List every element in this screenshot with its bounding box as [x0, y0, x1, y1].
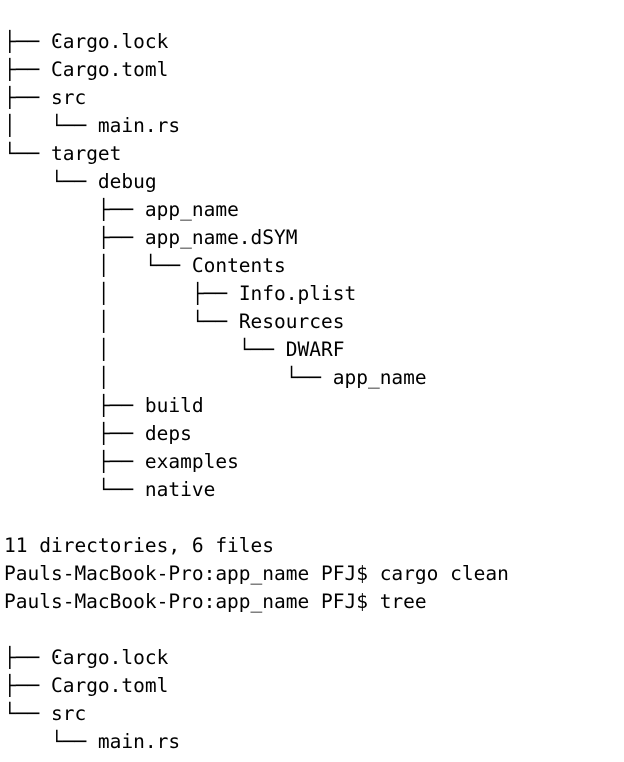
- tree-branch-glyph: │ └──: [4, 338, 286, 361]
- shell-prompt: Pauls-MacBook-Pro:app_name PFJ$: [4, 590, 380, 613]
- tree-entry: │ └── main.rs: [4, 112, 624, 140]
- tree-entry: ├── app_name: [4, 196, 624, 224]
- tree-entry-name: src: [50, 86, 87, 109]
- prompt-line: [Pauls-MacBook-Pro:app_name PFJ$ cargo c…: [0, 560, 624, 588]
- tree-entry-name: Contents: [191, 254, 286, 277]
- tree-branch-glyph: ├──: [4, 394, 145, 417]
- tree-entry: └── debug: [4, 168, 624, 196]
- tree-entry: ├── build: [4, 392, 624, 420]
- line-marker-icon: [: [0, 560, 4, 588]
- tree-entry-name: main.rs: [97, 730, 181, 753]
- tree-entry: │ ├── Info.plist: [4, 280, 624, 308]
- tree-entry-name: debug: [97, 170, 157, 193]
- tree-entry: ├── examples: [4, 448, 624, 476]
- tree-entry: ├── Cargo.toml: [4, 56, 624, 84]
- tree-listing: ├── Cargo.lock├── Cargo.toml├── src│ └──…: [4, 28, 624, 504]
- tree-entry: │ └── Contents: [4, 252, 624, 280]
- tree-branch-glyph: └──: [4, 170, 98, 193]
- tree-entry: │ └── DWARF: [4, 336, 624, 364]
- summary-line: 11 directories, 6 files: [4, 534, 275, 557]
- tree-entry: ├── Cargo.lock: [4, 28, 624, 56]
- tree-root-line: .: [4, 0, 624, 47]
- tree-entry-name: app_name: [144, 198, 239, 221]
- shell-prompt: Pauls-MacBook-Pro:app_name PFJ$: [4, 562, 380, 585]
- tree-branch-glyph: │ └──: [4, 310, 239, 333]
- shell-command: cargo clean: [379, 562, 509, 585]
- tree-branch-glyph: └──: [4, 730, 98, 753]
- tree-branch-glyph: ├──: [4, 674, 51, 697]
- tree-branch-glyph: └──: [4, 142, 51, 165]
- tree-entry-name: Cargo.lock: [50, 646, 169, 669]
- tree-entry-name: target: [50, 142, 122, 165]
- tree-entry: │ └── Resources: [4, 308, 624, 336]
- tree-entry: ├── Cargo.toml: [4, 672, 624, 700]
- tree-branch-glyph: ├──: [4, 422, 145, 445]
- tree-root-line: .: [4, 616, 624, 663]
- tree-entry-name: native: [144, 478, 216, 501]
- tree-entry-name: examples: [144, 450, 239, 473]
- tree-entry: └── target: [4, 140, 624, 168]
- tree-branch-glyph: ├──: [4, 86, 51, 109]
- shell-command: tree: [379, 590, 427, 613]
- tree-root: .: [50, 640, 63, 663]
- tree-entry: │ └── app_name: [4, 364, 624, 392]
- tree-branch-glyph: │ └──: [4, 254, 192, 277]
- tree-branch-glyph: │ └──: [4, 114, 98, 137]
- tree-entry: └── main.rs: [4, 728, 624, 756]
- tree-entry-name: Cargo.toml: [50, 674, 169, 697]
- tree-entry-name: DWARF: [285, 338, 345, 361]
- tree-entry-name: Resources: [238, 310, 345, 333]
- blank-line: [4, 504, 624, 532]
- prompt-line: [Pauls-MacBook-Pro:app_name PFJ$ tree: [0, 588, 624, 616]
- tree-branch-glyph: │ ├──: [4, 282, 239, 305]
- line-marker-icon: [: [0, 588, 4, 616]
- tree-entry-name: deps: [144, 422, 192, 445]
- tree-branch-glyph: └──: [4, 478, 145, 501]
- tree-entry: ├── deps: [4, 420, 624, 448]
- tree-entry-name: Info.plist: [238, 282, 357, 305]
- tree-entry-name: Cargo.lock: [50, 30, 169, 53]
- tree-branch-glyph: ├──: [4, 58, 51, 81]
- tree-branch-glyph: ├──: [4, 198, 145, 221]
- tree-branch-glyph: └──: [4, 702, 51, 725]
- tree-entry-name: build: [144, 394, 204, 417]
- tree-branch-glyph: │ └──: [4, 366, 333, 389]
- tree-branch-glyph: ├──: [4, 646, 51, 669]
- tree-entry-name: main.rs: [97, 114, 181, 137]
- tree-root: .: [50, 24, 63, 47]
- tree-entry-name: Cargo.toml: [50, 58, 169, 81]
- tree-entry: ├── src: [4, 84, 624, 112]
- tree-branch-glyph: ├──: [4, 226, 145, 249]
- tree-entry: └── src: [4, 700, 624, 728]
- tree-entry-name: src: [50, 702, 87, 725]
- tree-entry: └── native: [4, 476, 624, 504]
- tree-entry: ├── app_name.dSYM: [4, 224, 624, 252]
- tree-branch-glyph: ├──: [4, 450, 145, 473]
- tree-listing: ├── Cargo.lock├── Cargo.toml└── src └── …: [4, 644, 624, 756]
- tree-entry-name: app_name: [332, 366, 427, 389]
- tree-entry-name: app_name.dSYM: [144, 226, 298, 249]
- tree-branch-glyph: ├──: [4, 30, 51, 53]
- tree-entry: ├── Cargo.lock: [4, 644, 624, 672]
